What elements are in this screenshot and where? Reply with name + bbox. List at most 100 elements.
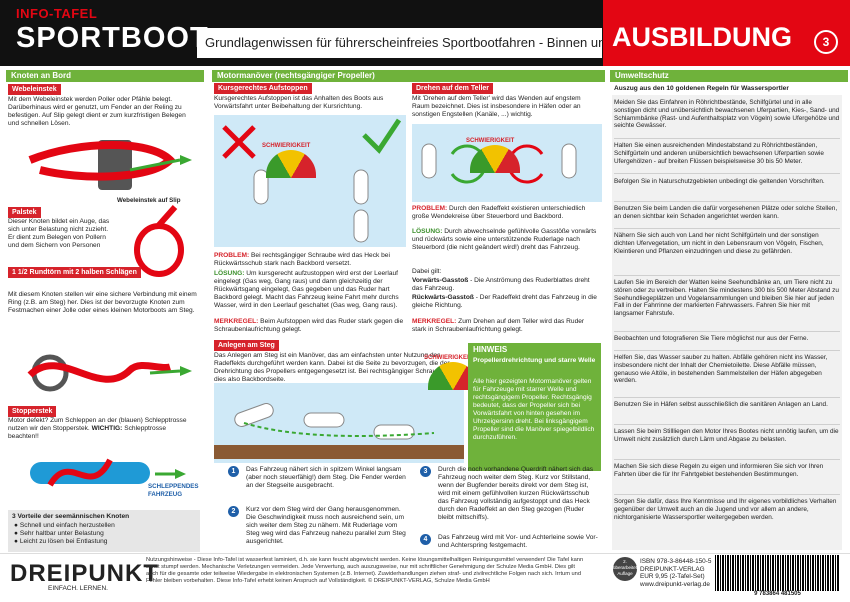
env-divider	[614, 397, 840, 398]
env-divider	[614, 201, 840, 202]
env-rule-5: Nähern Sie sich auch von Land her nicht …	[614, 232, 824, 255]
teller-vorwaerts: Vorwärts-Gasstoß - Die Anströmung des Ru…	[412, 277, 598, 293]
edition-badge: 2. überarbeitete Auflage	[613, 557, 640, 581]
environment-intro: Auszug aus den 10 goldenen Regeln für Wa…	[614, 85, 789, 92]
step-2-text: Kurz vor dem Steg wird der Gang herausge…	[246, 506, 406, 545]
step-1-text: Das Fahrzeug nähert sich in spitzem Wink…	[246, 466, 406, 489]
vorteile-item-2-label: Sehr haltbar unter Belastung	[19, 530, 104, 537]
difficulty-label-1: SCHWIERIGKEIT	[262, 143, 311, 149]
environment-rules-box	[612, 95, 842, 550]
stopperstek-caption: SCHLEPPENDES FAHRZEUG	[148, 483, 199, 498]
step-4-text: Das Fahrzeug wird mit Vor- und Achterlei…	[438, 534, 598, 549]
step-1-number: 1	[228, 466, 239, 477]
env-rule-10: Lassen Sie beim Stillliegen den Motor Ih…	[614, 428, 839, 443]
rundtoern-illustration	[27, 354, 192, 392]
vorteile-item-1: ● Schnell und einfach herzustellen	[14, 522, 115, 529]
hinweis-box	[468, 343, 601, 471]
teller-loesung-text: Durch abwechselnde gefühlvolle Gasstöße …	[412, 228, 597, 251]
logo-tagline: EINFACH. LERNEN.	[48, 585, 108, 592]
footer	[0, 553, 850, 602]
palstek-illustration	[134, 205, 184, 277]
aufstoppen-loesung-text: Um kursgerecht aufzustoppen wird erst de…	[214, 270, 399, 309]
teller-problem-label: PROBLEM:	[412, 205, 448, 212]
anlegen-illustration	[214, 383, 464, 463]
teller-problem: PROBLEM: Durch den Radeffekt existieren …	[412, 205, 598, 221]
price-line: EUR 9,95 (2-Tafel-Set)	[640, 573, 705, 580]
aufstoppen-loesung: LÖSUNG: Um kursgerecht aufzustoppen wird…	[214, 270, 406, 310]
aufstoppen-text: Kursgerechtes Aufstoppen ist das Anhalte…	[214, 95, 384, 110]
teller-rueck-label: Rückwärts-Gasstoß	[412, 294, 474, 301]
stopperstek-text: Motor defekt? Zum Schleppen an der (blau…	[8, 417, 198, 441]
dreipunkt-logo: DREIPUNKT	[10, 560, 160, 587]
teller-rueck: Rückwärts-Gasstoß - Der Radeffekt dreht …	[412, 294, 598, 310]
env-divider	[614, 350, 840, 351]
env-divider	[614, 138, 840, 139]
stopperstek-warn: WICHTIG:	[91, 425, 123, 432]
section-banner	[603, 0, 850, 66]
isbn-line: ISBN 978-3-86448-150-5	[640, 558, 712, 565]
teller-merk-text: Zum Drehen auf dem Teller wird das Ruder…	[412, 318, 585, 333]
difficulty-label-3: SCHWIERIGKEIT	[424, 355, 473, 361]
env-rule-8: Helfen Sie, das Wasser sauber zu halten.…	[614, 354, 828, 385]
teller-illustration	[412, 124, 602, 202]
step-3-number: 3	[420, 466, 431, 477]
step-2-number: 2	[228, 506, 239, 517]
anlegen-title: Anlegen am Steg	[214, 340, 279, 351]
palstek-title: Palstek	[8, 207, 41, 218]
hinweis-title: HINWEIS	[473, 345, 508, 354]
palstek-text: Dieser Knoten bildet ein Auge, das sich …	[8, 218, 110, 249]
env-rule-9: Benutzen Sie in Häfen selbst ausschließl…	[614, 401, 828, 408]
stopperstek-desc2: Schlepptrosse beachten!!	[8, 425, 166, 440]
webeleinstek-text: Mit dem Webeleinstek werden Poller oder …	[8, 96, 186, 127]
env-rule-1: Meiden Sie das Einfahren in Röhrichtbest…	[614, 99, 840, 130]
env-divider	[614, 459, 840, 460]
aufstoppen-merk: MERKREGEL: Beim Aufstoppen wird das Rude…	[214, 318, 406, 334]
usage-notes: Nutzungshinweise - Diese Info-Tafel ist …	[146, 557, 584, 584]
aufstoppen-loesung-label: LÖSUNG:	[214, 270, 245, 277]
webeleinstek-illustration	[28, 140, 192, 190]
difficulty-label-2: SCHWIERIGKEIT	[466, 138, 515, 144]
teller-vorwaerts-label: Vorwärts-Gasstoß	[412, 277, 469, 284]
env-divider	[614, 424, 840, 425]
env-rule-3: Befolgen Sie in Naturschutzgebieten unbe…	[614, 178, 825, 185]
vorteile-item-1-label: Schnell und einfach herzustellen	[19, 522, 115, 529]
teller-dabei: Dabei gilt:	[412, 268, 442, 275]
step-3-text: Durch die noch vorhandene Querdrift nähe…	[438, 466, 594, 521]
webeleinstek-caption: Webeleinstek auf Slip	[117, 197, 181, 204]
env-rule-2: Halten Sie einen ausreichenden Mindestab…	[614, 142, 824, 165]
hinweis-subtitle: Propellerdrehrichtung und starre Welle	[473, 357, 596, 364]
teller-rueck-text: - Der Radeffekt dreht das Fahrzeug in di…	[412, 294, 597, 309]
webeleinstek-title: Webeleinstek	[8, 84, 61, 95]
env-rule-12: Sorgen Sie dafür, dass Ihre Kenntnisse u…	[614, 498, 837, 521]
teller-problem-text: Durch den Radeffekt existieren unterschi…	[412, 205, 586, 220]
teller-loesung-label: LÖSUNG:	[412, 228, 443, 235]
publisher-line: DREIPUNKT-VERLAG	[640, 565, 705, 573]
vorteile-item-2: ● Sehr haltbar unter Belastung	[14, 530, 104, 537]
env-divider	[614, 228, 840, 229]
teller-merk: MERKREGEL: Zum Drehen auf dem Teller wir…	[412, 318, 598, 334]
vorteile-title: 3 Vorteile der seemännischen Knoten	[12, 513, 130, 520]
knots-heading: Knoten an Bord	[6, 70, 204, 82]
aufstoppen-problem: PROBLEM: Bei rechtsgängiger Schraube wir…	[214, 252, 406, 268]
aufstoppen-merk-label: MERKREGEL:	[214, 318, 259, 325]
rundtoern-title: 1 1/2 Rundtörn mit 2 halben Schlägen	[8, 267, 141, 278]
rundtoern-text: Mit diesem Knoten stellen wir eine siche…	[8, 291, 197, 314]
env-divider	[614, 494, 840, 495]
barcode-number: 9 783864 481505	[715, 591, 840, 597]
section-label: AUSBILDUNG	[612, 22, 792, 52]
env-rule-11: Machen Sie sich diese Regeln zu eigen un…	[614, 463, 824, 478]
env-divider	[614, 173, 840, 174]
teller-loesung: LÖSUNG: Durch abwechselnde gefühlvolle G…	[412, 228, 598, 252]
hinweis-text: Alle hier gezeigten Motormanöver gelten …	[473, 378, 595, 441]
env-rule-7: Beobachten und fotografieren Sie Tiere m…	[614, 335, 809, 342]
website-line: www.dreipunkt-verlag.de	[640, 580, 710, 588]
aufstoppen-problem-text: Bei rechtsgängiger Schraube wird das Hec…	[214, 252, 390, 267]
header-title: SPORTBOOT	[16, 22, 209, 54]
teller-merk-label: MERKREGEL:	[412, 318, 457, 325]
subtitle-box	[197, 28, 602, 58]
env-rule-6: Laufen Sie im Bereich der Watten keine S…	[614, 279, 839, 318]
env-divider	[614, 275, 840, 276]
teller-vorwaerts-text: - Die Anströmung des Ruderblattes dreht …	[412, 277, 590, 292]
stopperstek-title: Stopperstek	[8, 406, 57, 417]
aufstoppen-merk-text: Beim Aufstoppen wird das Ruder stark geg…	[214, 318, 404, 333]
